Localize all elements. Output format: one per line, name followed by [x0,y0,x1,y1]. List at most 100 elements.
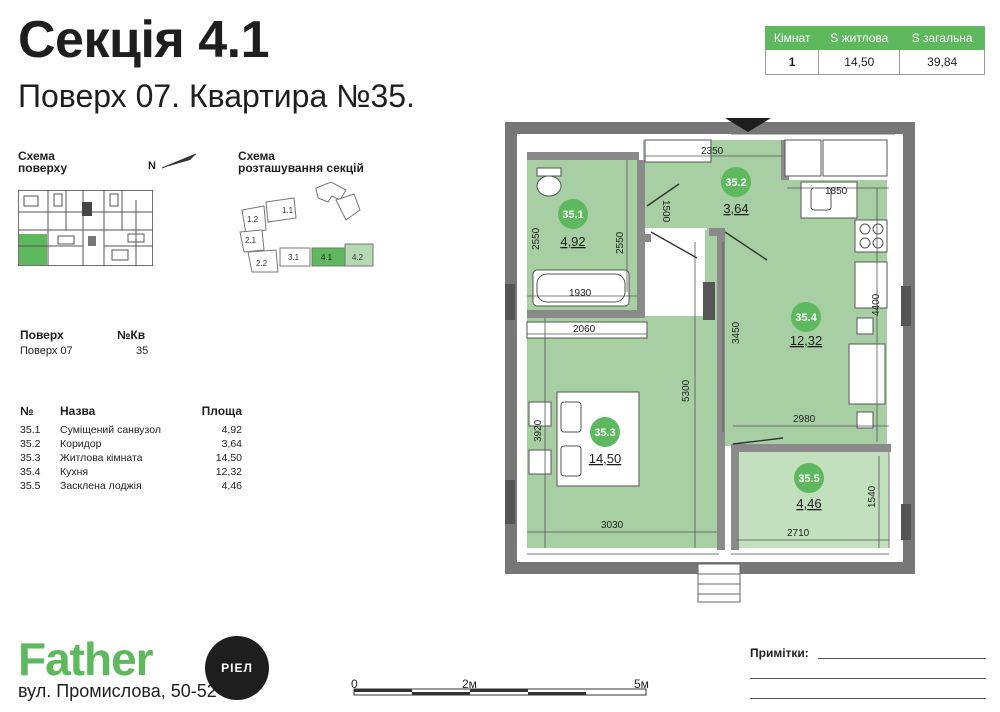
section-label-1-2: 1.2 [247,215,259,224]
burner [859,237,871,249]
room-area-35-5: 4,46 [796,496,821,511]
summary-living-area-value: 14,50 [818,49,901,75]
room-area: 3,64 [221,438,242,450]
scale-bar [353,688,647,696]
table-row: 35.3 Житлова кімната 14,50 [20,451,242,465]
dimension-label: 3030 [601,520,624,531]
section-label-2-2: 2.2 [256,259,268,268]
room-badge-35-1 [558,199,588,229]
room-id-35-1: 35.1 [562,209,583,221]
chair [856,317,874,335]
rooms-table: № Назва Площа 35.1 Суміщений санвузол 4,… [20,404,242,493]
room-badge-35-4 [791,302,821,332]
note-line[interactable] [818,658,986,659]
room-number: 35.2 [20,438,41,450]
toilet-tank [536,167,562,177]
room-area-35-3: 14,50 [589,451,622,466]
room-badges: 35.1 4,92 35.2 3,64 35.3 14,50 35.4 12,3… [558,167,824,511]
section-scheme-title-line2: розташування секцій [238,161,364,175]
bathtub-inner [536,273,626,303]
north-label: N [148,160,156,172]
rooms-header-area: Площа [201,404,242,418]
floor-scheme-title-line2: поверху [18,161,68,175]
summary-header-total-area: S загальна [899,26,985,50]
dimension-label: 5300 [681,379,692,402]
room-badge-35-2 [721,167,751,197]
room-badge-35-5 [794,463,824,493]
door-swings [646,183,784,445]
section-label-3-1: 3.1 [288,253,300,262]
dimension-label: 1850 [825,186,848,197]
note-line[interactable] [750,698,986,699]
dining-table [848,343,886,405]
dimension-label: 3450 [731,321,742,344]
room-area: 14,50 [215,452,242,464]
wardrobe [644,139,712,163]
floor-scheme-title-line1: Схема [18,149,55,163]
toilet-icon [536,175,562,197]
balcony-stair [697,563,741,603]
brand-logo: Father [18,633,154,685]
table-row: 35.4 Кухня 12,32 [20,465,242,479]
section-scheme-title-line1: Схема [238,149,275,163]
room-id-35-2: 35.2 [725,177,746,189]
rooms-header-number: № [20,404,34,418]
nightstand-1 [528,401,552,427]
bed-pillow-1 [560,401,582,433]
room-name: Житлова кімната [60,452,143,464]
room-area-35-2: 3,64 [723,201,748,216]
dimension-label: 3920 [533,419,544,442]
room-name: Суміщений санвузол [60,424,161,436]
burner [872,223,884,235]
section-block-top [315,181,347,203]
room-name: Кухня [60,466,89,478]
floor-apartment-subtitle: Поверх 07. Квартира №35. [18,78,415,114]
glazing-strips [527,133,895,555]
floor-scheme-map [18,190,153,266]
room-area-35-4: 12,32 [790,333,823,348]
bed-pillow-2 [560,445,582,477]
nightstand-2 [528,449,552,475]
dimension-label: 2710 [787,528,810,539]
section-block-4-2 [344,243,374,267]
scale-label-2m: 2м [462,677,477,691]
dimension-label: 2550 [615,231,626,254]
section-block-3-1 [279,247,311,267]
section-block-1-1 [265,197,297,223]
section-label-1-1: 1.1 [282,206,294,215]
section-block-1-2 [241,205,267,235]
window-markers [505,282,911,540]
dimension-label: 1500 [660,200,671,223]
floor-scheme-highlight [19,234,47,265]
dimension-label: 2550 [531,227,542,250]
note-line[interactable] [750,678,986,679]
room-number: 35.5 [20,480,41,492]
kitchen-cabinet [822,139,888,177]
room-area: 12,32 [215,466,242,478]
burner [872,237,884,249]
stove-icon [854,219,888,253]
section-block-top-2 [335,193,361,221]
summary-header-living-area: S житлова [818,26,901,50]
room-area: 4,92 [221,424,242,436]
entrance-arrow-icon [725,118,771,132]
summary-table: Кімнат S житлова S загальна 1 14,50 39,8… [764,26,985,75]
summary-rooms-value: 1 [764,49,820,75]
burner [859,223,871,235]
section-label-4-1: 4.1 [321,253,333,262]
room-name: Засклена лоджія [60,480,142,492]
room-area: 4,46 [221,480,242,492]
address: вул. Промислова, 50-52 [18,681,217,701]
section-label-4-2: 4.2 [352,253,364,262]
dimension-label: 1540 [867,485,878,508]
room-area-35-1: 4,92 [560,234,585,249]
dimension-label: 4400 [871,293,882,316]
scale-label-0: 0 [351,677,358,691]
dimension-label: 2060 [573,324,596,335]
chair [856,411,874,429]
kitchen-cabinet-2 [854,261,888,309]
room-id-35-5: 35.5 [798,473,819,485]
table-row: 35.1 Суміщений санвузол 4,92 [20,423,242,437]
rooms-header-name: Назва [60,404,96,418]
fridge [784,139,822,177]
